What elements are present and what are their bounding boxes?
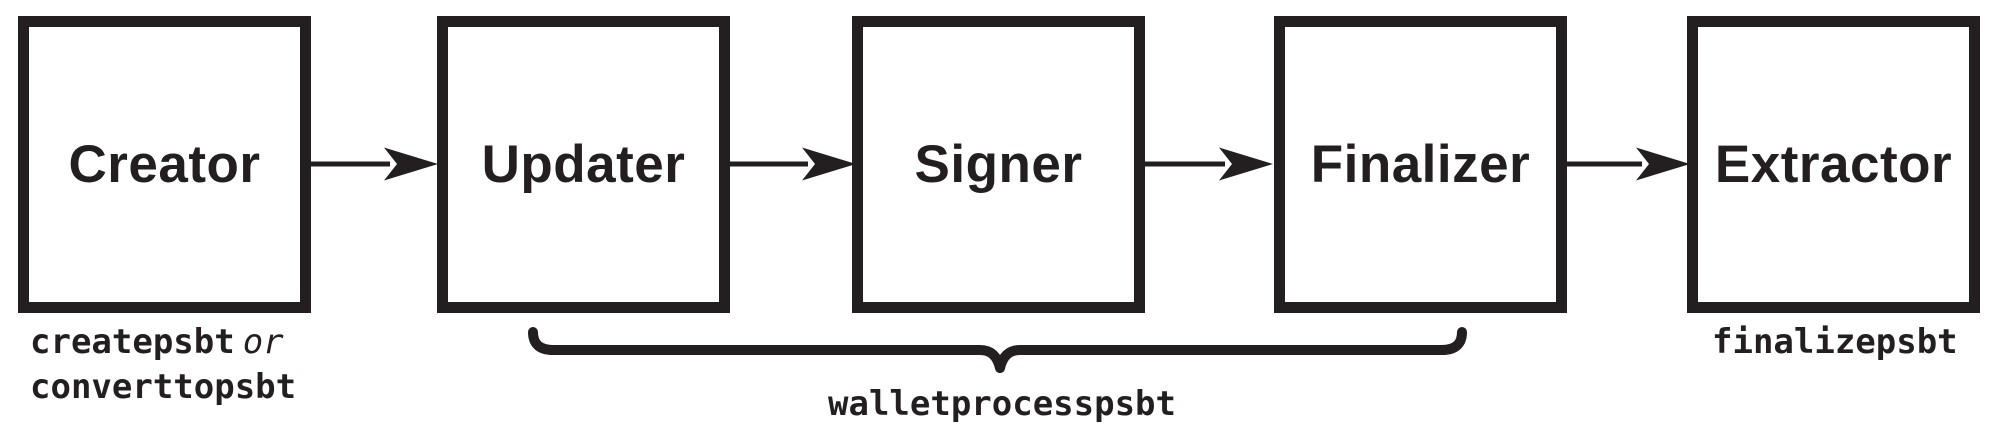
stage-box-extractor: Extractor <box>1687 16 1980 313</box>
creator-command-2: converttopsbt <box>30 367 297 407</box>
creator-command-1: createpsbt <box>30 322 235 362</box>
stage-box-updater: Updater <box>437 16 730 313</box>
right-arrow-icon <box>1560 147 1690 181</box>
stage-label-updater: Updater <box>481 135 686 194</box>
stage-label-finalizer: Finalizer <box>1310 135 1531 194</box>
right-arrow-icon <box>1143 147 1273 181</box>
brace-command-label: walletprocesspsbt <box>828 384 1176 424</box>
stage-label-signer: Signer <box>914 135 1083 194</box>
stage-label-creator: Creator <box>68 135 261 194</box>
stage-box-signer: Signer <box>852 16 1145 313</box>
stage-box-finalizer: Finalizer <box>1274 16 1567 313</box>
curly-brace <box>528 327 1467 373</box>
right-arrow-icon <box>308 147 438 181</box>
stage-box-creator: Creator <box>18 16 311 313</box>
extractor-command-label: finalizepsbt <box>1712 322 1958 362</box>
stage-label-extractor: Extractor <box>1714 135 1953 194</box>
right-arrow-icon <box>726 147 856 181</box>
creator-conjunction: or <box>242 322 284 362</box>
